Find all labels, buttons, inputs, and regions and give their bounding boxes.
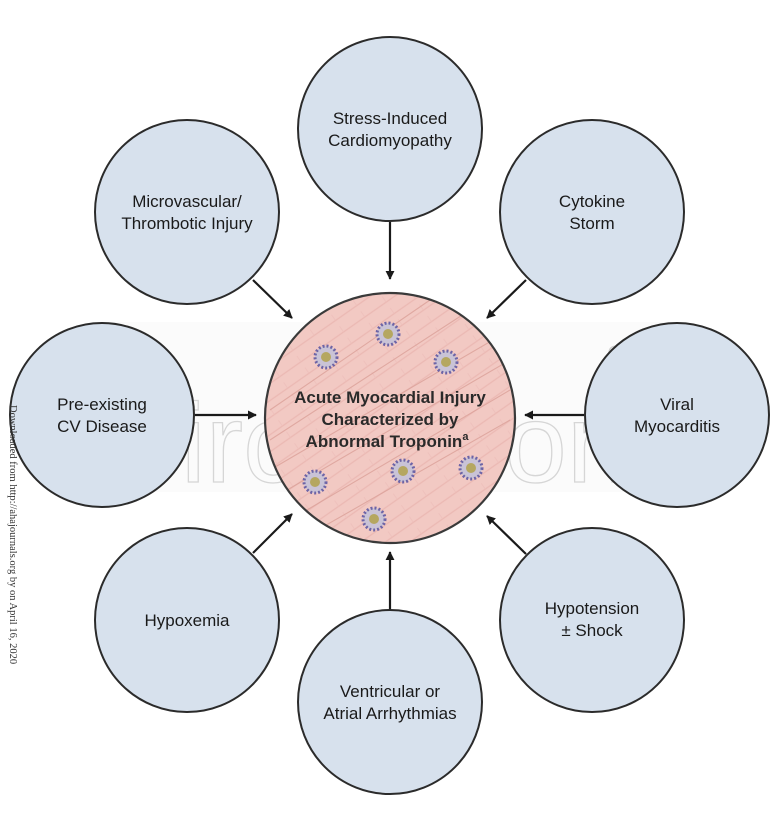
node-microvascular: Microvascular/ Thrombotic Injury [94, 119, 280, 305]
center-line-1: Acute Myocardial Injury [294, 388, 486, 407]
node-microvascular-line-2: Thrombotic Injury [121, 214, 253, 233]
arrow-hypotension [486, 515, 527, 555]
node-cytokine: Cytokine Storm [499, 119, 685, 305]
node-cvdisease: Pre-existing CV Disease [9, 322, 195, 508]
center-node: Acute Myocardial Injury Characterized by… [263, 291, 517, 545]
node-viral-line-1: Viral [660, 395, 694, 414]
virus-icon [458, 455, 484, 481]
virus-icon [302, 469, 328, 495]
node-stress-line-2: Cardiomyopathy [328, 131, 452, 150]
arrow-hypoxemia [252, 513, 293, 554]
node-stress: Stress-Induced Cardiomyopathy [297, 36, 483, 222]
center-superscript: a [462, 431, 469, 443]
node-hypotension-line-1: Hypotension [545, 599, 640, 618]
node-stress-line-1: Stress-Induced [333, 109, 447, 128]
download-note: Downloaded from http://ahajournals.org b… [7, 405, 18, 665]
virus-icon [390, 458, 416, 484]
virus-icons [302, 321, 484, 532]
node-cvdisease-line-1: Pre-existing [57, 395, 147, 414]
arrow-microvascular [252, 279, 293, 319]
center-line-3-main: Abnormal Troponin [306, 432, 463, 451]
node-cvdisease-line-2: CV Disease [57, 417, 147, 436]
center-line-3: Abnormal Troponina [306, 431, 470, 451]
node-viral: Viral Myocarditis [584, 322, 770, 508]
node-cytokine-line-1: Cytokine [559, 192, 625, 211]
node-hypotension-line-2: ± Shock [561, 621, 623, 640]
node-hypotension: Hypotension ± Shock [499, 527, 685, 713]
arrows [195, 222, 584, 610]
virus-icon [433, 349, 459, 375]
node-hypoxemia: Hypoxemia [94, 527, 280, 713]
node-viral-line-2: Myocarditis [634, 417, 720, 436]
node-arrhythmias-line-2: Atrial Arrhythmias [323, 704, 456, 723]
node-cytokine-line-2: Storm [569, 214, 614, 233]
node-arrhythmias: Ventricular or Atrial Arrhythmias [297, 609, 483, 795]
arrow-cytokine [486, 279, 527, 319]
virus-icon [313, 344, 339, 370]
virus-icon [375, 321, 401, 347]
center-line-2: Characterized by [322, 410, 460, 429]
node-microvascular-line-1: Microvascular/ [132, 192, 242, 211]
node-arrhythmias-line-1: Ventricular or [340, 682, 440, 701]
virus-icon [361, 506, 387, 532]
node-hypoxemia-line-1: Hypoxemia [144, 611, 230, 630]
